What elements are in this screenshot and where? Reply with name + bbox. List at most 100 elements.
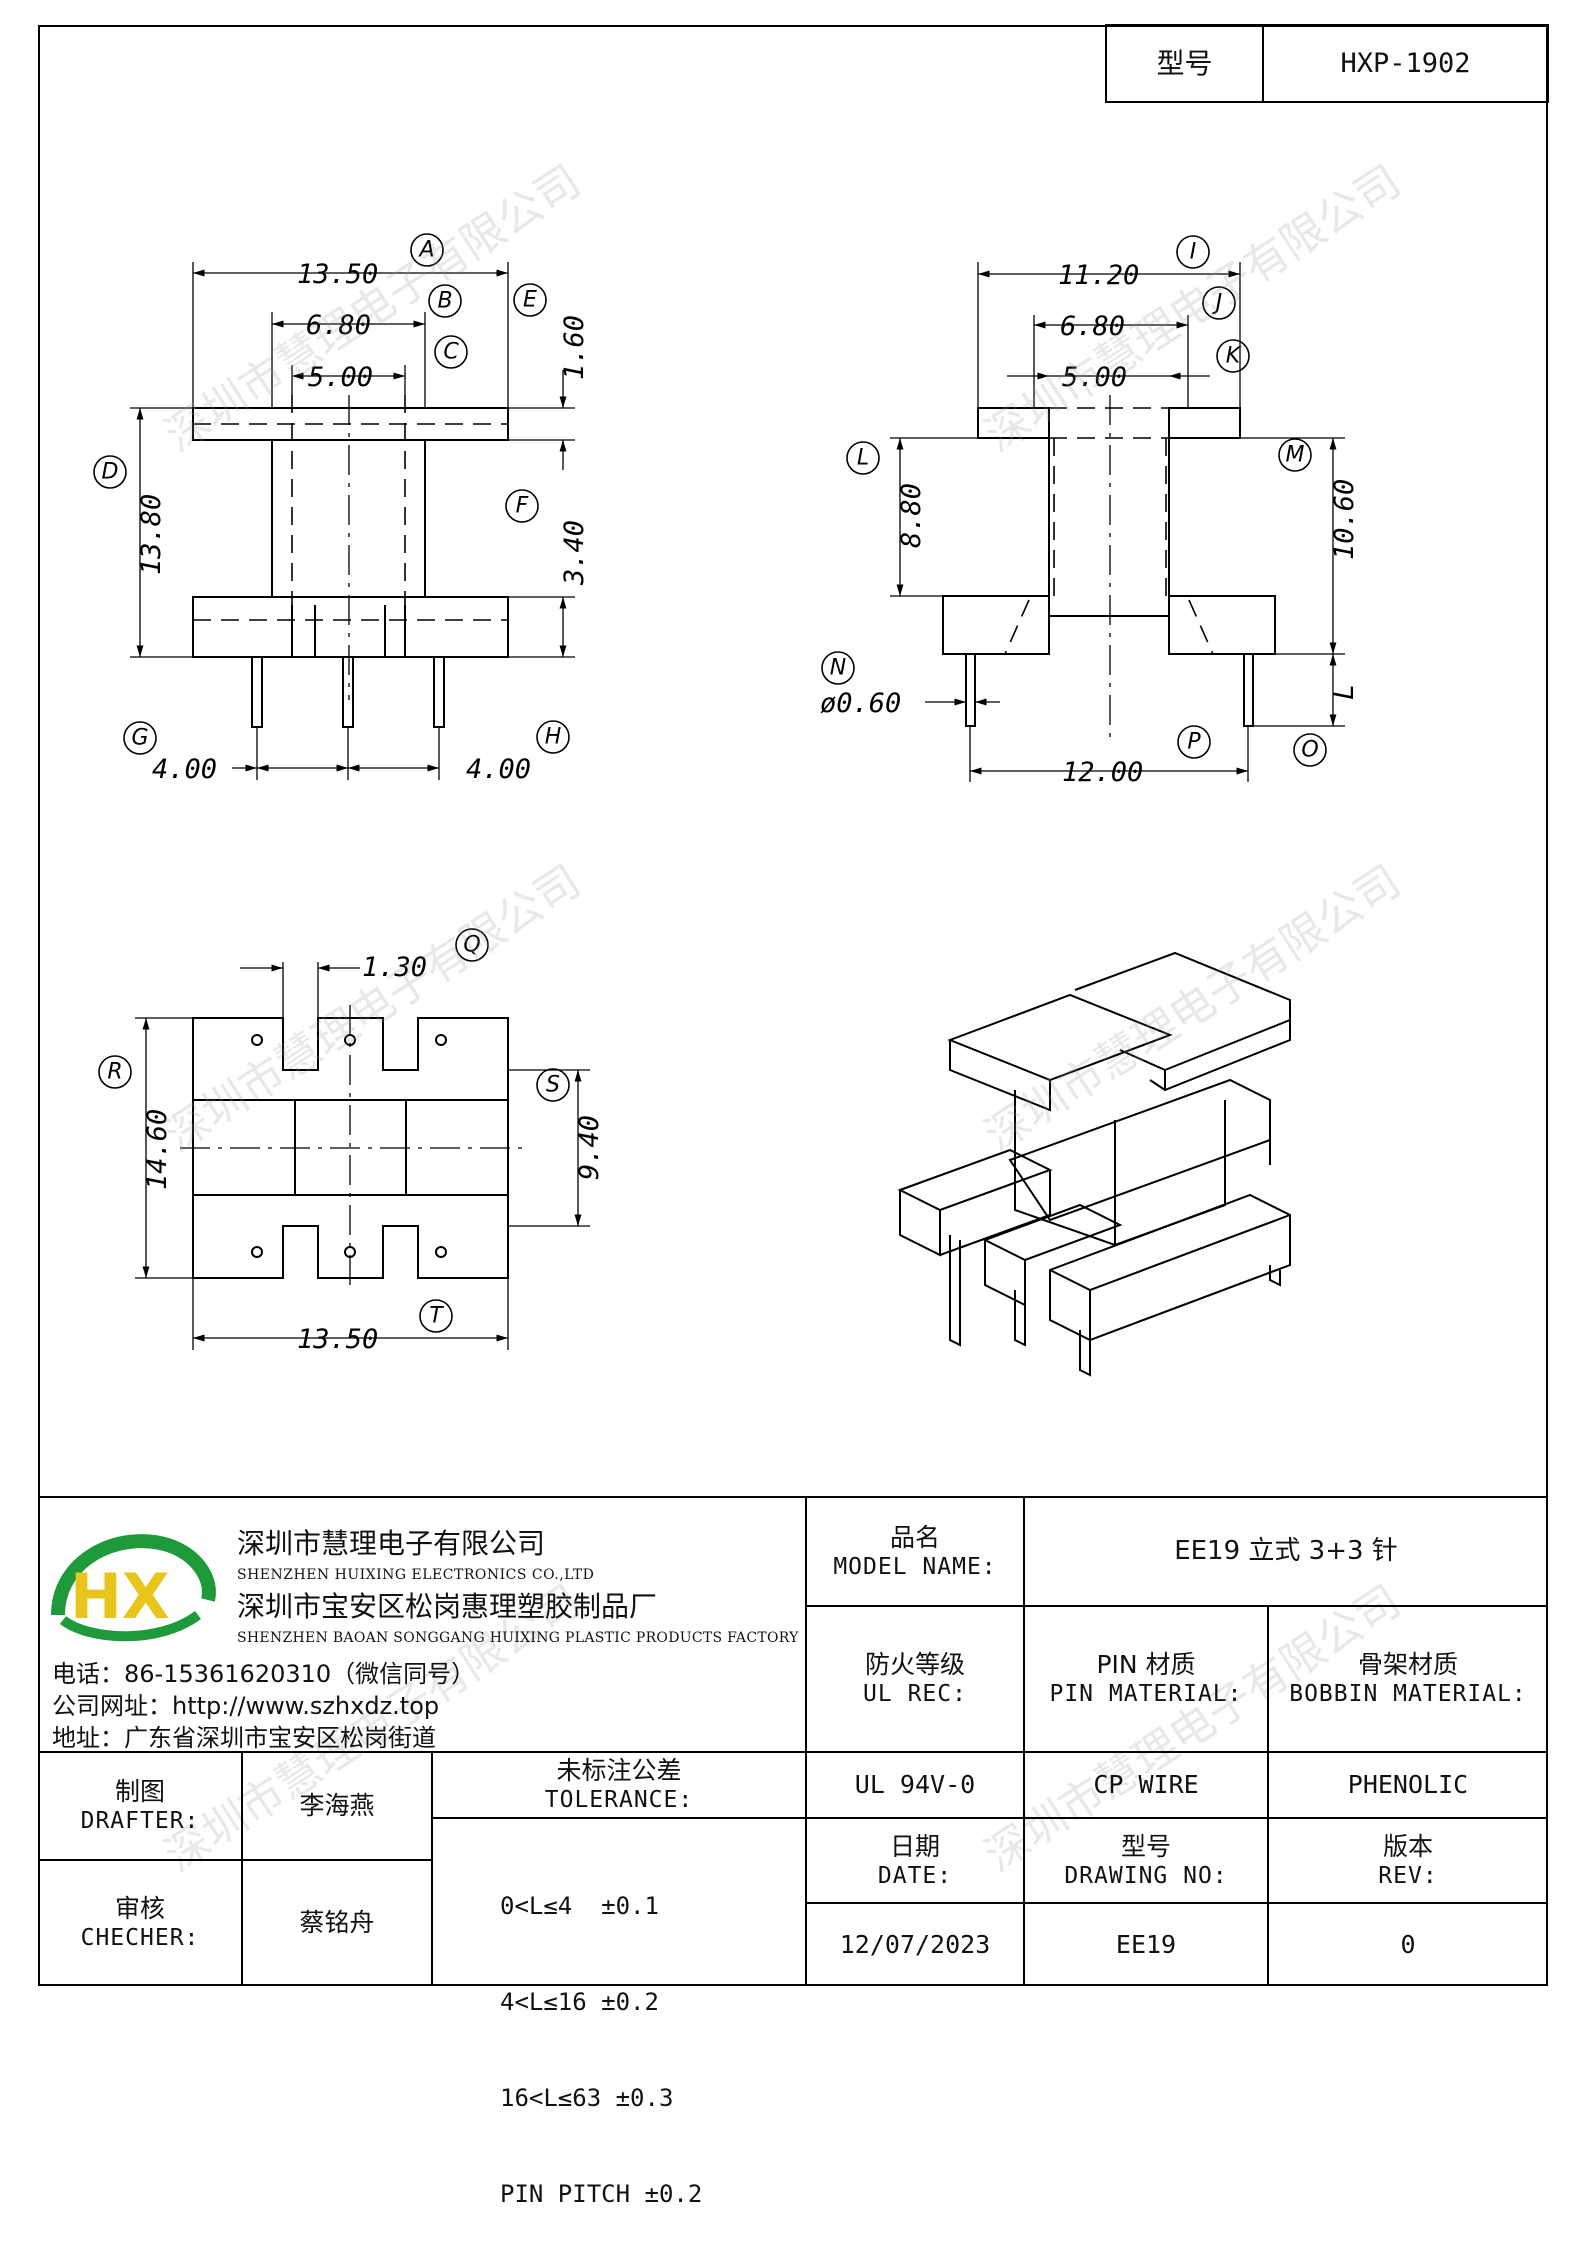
header-model-value: HXP-1902 — [1340, 47, 1471, 79]
drafter-label-cell: 制图 DRAFTER: — [38, 1752, 242, 1860]
dim-L-text: 8.80 — [896, 483, 927, 548]
dim-F-text: 3.40 — [559, 520, 590, 586]
tolerance-label-cn: 未标注公差 — [556, 1756, 682, 1785]
company-phone: 电话：86-15361620310（微信同号） — [52, 1660, 476, 1688]
dim-G-text: 4.00 — [152, 754, 217, 785]
dim-T-text: 13.50 — [297, 1324, 378, 1355]
isometric-view — [897, 951, 1291, 1377]
label-N: N — [830, 656, 846, 681]
label-B: B — [437, 289, 452, 314]
company-logo: HX — [48, 1520, 218, 1650]
label-A: A — [417, 238, 434, 263]
date-label-cn: 日期 — [889, 1831, 940, 1861]
bobbin-material-label-en: BOBBIN MATERIAL: — [1289, 1681, 1527, 1708]
header-model-label: 型号 — [1156, 47, 1213, 80]
dim-S-text: 9.40 — [574, 1115, 605, 1180]
checker-name-cell: 蔡铭舟 — [242, 1860, 432, 1986]
tolerance-line: 16<L≤63 ±0.3 — [500, 2084, 674, 2112]
dim-B-text: 6.80 — [306, 310, 371, 341]
company-name-en: SHENZHEN HUIXING ELECTRONICS CO.,LTD — [237, 1567, 595, 1583]
front-view: 13.50 A 6.80 B 5.00 C 13.80 D 1.60 E 3.4… — [93, 233, 590, 785]
bobbin-material-value: PHENOLIC — [1347, 1770, 1469, 1800]
tolerance-label-en: TOLERANCE: — [544, 1787, 694, 1814]
model-name-value-cell: EE19 立式 3+3 针 — [1024, 1497, 1548, 1606]
label-D: D — [102, 460, 119, 485]
rev-value-cell: 0 — [1268, 1903, 1548, 1986]
technical-drawing: .ol { fill:none; stroke:#000; stroke-wid… — [93, 233, 1360, 1377]
table-grid — [38, 24, 1549, 1986]
pin-material-value: CP WIRE — [1093, 1770, 1199, 1800]
tolerance-line: PIN PITCH ±0.2 — [500, 2180, 703, 2208]
pin-material-label-en: PIN MATERIAL: — [1049, 1681, 1243, 1708]
label-G: G — [131, 726, 148, 751]
model-name-label-cell: 品名 MODEL NAME: — [806, 1497, 1024, 1606]
label-K: K — [1226, 344, 1242, 369]
rev-value: 0 — [1400, 1929, 1416, 1959]
tolerance-line: 0<L≤4 ±0.1 — [500, 1892, 659, 1920]
dim-R-text: 14.60 — [142, 1109, 173, 1190]
company-name-cn: 深圳市慧理电子有限公司 — [237, 1527, 546, 1560]
dim-K-text: 5.00 — [1062, 362, 1127, 393]
dim-Q-text: 1.30 — [362, 952, 427, 983]
date-label-en: DATE: — [877, 1862, 953, 1889]
drafter-label-cn: 制图 — [114, 1777, 165, 1806]
factory-name-en: SHENZHEN BAOAN SONGGANG HUIXING PLASTIC … — [237, 1630, 799, 1646]
dim-I-text: 11.20 — [1058, 260, 1139, 291]
label-P: P — [1187, 730, 1201, 755]
label-M: M — [1286, 443, 1305, 468]
pin-material-label-cell: PIN 材质 PIN MATERIAL: — [1024, 1606, 1268, 1752]
label-C: C — [443, 340, 459, 365]
dim-E-text: 1.60 — [559, 315, 590, 380]
ul-label-en: UL REC: — [863, 1681, 967, 1708]
pin-material-value-cell: CP WIRE — [1024, 1752, 1268, 1818]
date-value-cell: 12/07/2023 — [806, 1903, 1024, 1986]
checker-label-cell: 审核 CHECHER: — [38, 1860, 242, 1986]
drawing-no-value-cell: EE19 — [1024, 1903, 1268, 1986]
model-name-value: EE19 立式 3+3 针 — [1174, 1536, 1398, 1567]
label-F: F — [516, 494, 529, 519]
ul-value: UL 94V-0 — [854, 1770, 976, 1800]
ul-value-cell: UL 94V-0 — [806, 1752, 1024, 1818]
side-base-left — [942, 595, 1050, 655]
factory-name-cn: 深圳市宝安区松岗惠理塑胶制品厂 — [237, 1590, 658, 1623]
bottom-view: 1.30 Q 14.60 R 9.40 S 13.50 T — [98, 928, 605, 1355]
tolerance-line: 4<L≤16 ±0.2 — [500, 1988, 659, 2016]
label-L: L — [857, 446, 869, 471]
label-E: E — [523, 288, 537, 313]
label-O: O — [1301, 738, 1318, 763]
rev-label-cn: 版本 — [1382, 1831, 1433, 1861]
dim-O-text: L — [1329, 684, 1360, 700]
label-T: T — [429, 1304, 444, 1329]
header-model-value-cell: HXP-1902 — [1263, 25, 1548, 102]
checker-label-en: CHECHER: — [80, 1925, 200, 1952]
date-label-cell: 日期 DATE: — [806, 1818, 1024, 1903]
drafter-label-en: DRAFTER: — [80, 1808, 200, 1835]
drafter-name: 李海燕 — [299, 1791, 375, 1821]
checker-name: 蔡铭舟 — [299, 1908, 375, 1938]
label-Q: Q — [463, 933, 480, 958]
drawing-frame — [38, 25, 1548, 1986]
bobbin-material-label-cell: 骨架材质 BOBBIN MATERIAL: — [1268, 1606, 1548, 1752]
label-I: I — [1190, 240, 1197, 265]
dim-H-text: 4.00 — [466, 754, 531, 785]
label-R: R — [107, 1060, 122, 1085]
dim-N-text: ø0.60 — [820, 688, 901, 719]
bobbin-material-label-cn: 骨架材质 — [1357, 1650, 1458, 1679]
label-S: S — [546, 1073, 560, 1098]
header-model-label-cell: 型号 — [1106, 25, 1263, 102]
date-value: 12/07/2023 — [839, 1929, 991, 1959]
bobbin-material-value-cell: PHENOLIC — [1268, 1752, 1548, 1818]
drawing-no-label-cn: 型号 — [1120, 1831, 1171, 1861]
rev-label-cell: 版本 REV: — [1268, 1818, 1548, 1903]
tolerance-list: 0<L≤4 ±0.1 4<L≤16 ±0.2 16<L≤63 ±0.3 PIN … — [500, 1826, 800, 2242]
model-name-label-cn: 品名 — [889, 1522, 940, 1552]
company-address: 地址：广东省深圳市宝安区松岗街道 — [52, 1724, 436, 1752]
label-J: J — [1212, 291, 1223, 316]
dim-M-text: 10.60 — [1329, 479, 1360, 560]
model-name-label-en: MODEL NAME: — [833, 1553, 997, 1580]
dim-P-text: 12.00 — [1062, 757, 1143, 788]
label-H: H — [545, 725, 562, 750]
company-website: 公司网址：http://www.szhxdz.top — [52, 1692, 440, 1720]
pin-material-label-cn: PIN 材质 — [1096, 1650, 1196, 1679]
drawing-no-value: EE19 — [1115, 1929, 1177, 1959]
